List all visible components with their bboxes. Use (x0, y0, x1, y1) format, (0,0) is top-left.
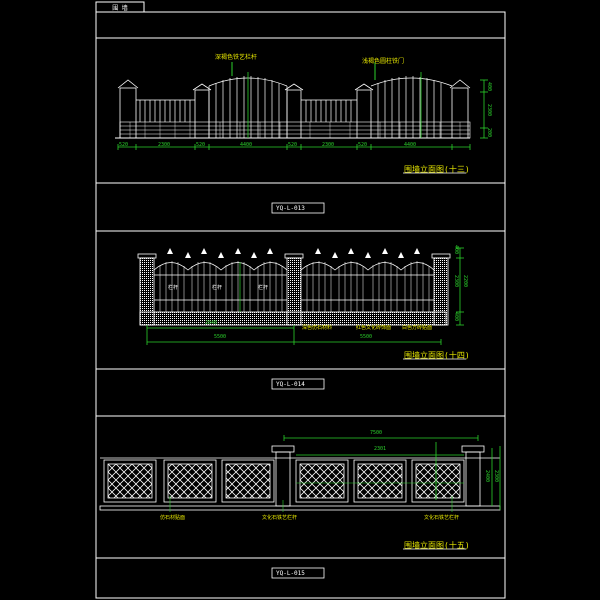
label-railing-1: 栏杆 (168, 285, 179, 291)
title-tab (95, 1, 145, 13)
elevation-15 (99, 435, 501, 512)
dim-2-r3: 2200 (462, 275, 468, 288)
dim-2-top: 2848 (205, 320, 218, 326)
dim-2-b1: 5500 (214, 334, 227, 340)
code-box-13 (271, 202, 325, 214)
dim-b6: 2300 (322, 142, 335, 148)
dim-2-r2: 2300 (453, 275, 459, 288)
dim-r3: 200 (486, 128, 492, 138)
lattice-panels (103, 459, 465, 503)
dim-2-r1: 400 (453, 245, 459, 255)
annotation-brick: 红色文化砖饰面 (356, 325, 392, 331)
dim-b3: 520 (196, 142, 206, 148)
dim-b1: 520 (119, 142, 129, 148)
dim-3-r2: 2300 (493, 470, 499, 483)
code-15: YQ-L-015 (276, 570, 305, 577)
sheet-border (95, 11, 506, 599)
dim-2-r4: 400 (453, 312, 459, 322)
label-railing-2: 栏杆 (212, 285, 223, 291)
annotation-stone-veneer: 仿石材贴面 (160, 515, 186, 521)
dim-r1: 400 (486, 82, 492, 92)
dim-3-top: 7500 (370, 430, 383, 436)
annotation-railing: 深褐色铁艺栏杆 (215, 54, 258, 61)
elevation-14 (137, 247, 464, 345)
label-railing-3: 栏杆 (258, 285, 269, 291)
dim-3-mid: 2301 (374, 446, 387, 452)
dim-b8: 4400 (404, 142, 417, 148)
annotation-tile: 白色方砖贴面 (402, 325, 433, 331)
annotation-culture-stone-1: 文化石铁艺栏杆 (262, 515, 298, 521)
dim-b5: 520 (288, 142, 298, 148)
dim-b7: 520 (358, 142, 368, 148)
annotation-gate: 浅褐色圆柱铁门 (362, 58, 405, 65)
sheet-tab-label: 围 墙 (112, 4, 128, 12)
title-15: 围墙立面图(十五) (404, 541, 470, 550)
dim-b2: 2300 (158, 142, 171, 148)
annotation-stone: 深色仿石材料 (302, 325, 333, 331)
code-13: YQ-L-013 (276, 205, 305, 212)
dim-r2: 2300 (486, 104, 492, 117)
annotation-culture-stone-2: 文化石铁艺栏杆 (424, 515, 460, 521)
dim-b4: 4400 (240, 142, 253, 148)
title-14: 围墙立面图(十四) (404, 351, 470, 360)
title-13: 围墙立面图(十三) (404, 165, 470, 174)
code-box-14 (271, 378, 325, 390)
dim-3-r1: 2400 (484, 470, 490, 483)
code-box-15 (271, 567, 325, 579)
code-14: YQ-L-014 (276, 381, 305, 388)
elevation-13 (115, 62, 488, 150)
dim-2-b2: 5500 (360, 334, 373, 340)
